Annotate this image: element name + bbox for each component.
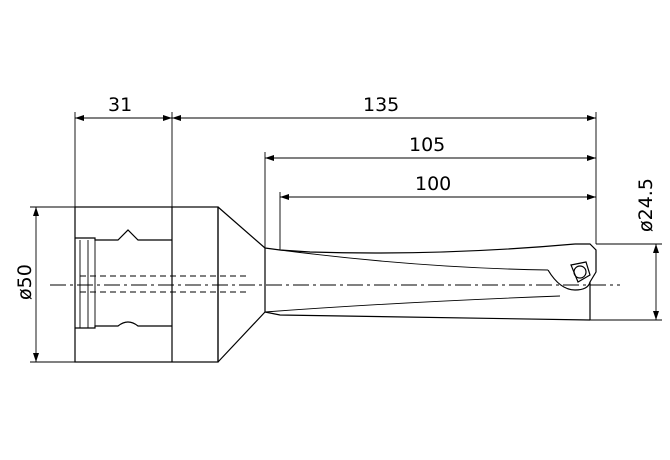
arrow-100-right — [587, 194, 596, 200]
arrow-31-left — [75, 115, 84, 121]
dim-100: 100 — [279, 173, 596, 250]
dim-105: 105 — [264, 134, 596, 248]
label-135: 135 — [363, 94, 399, 116]
flute-top-inner — [279, 249, 549, 271]
arrow-135-left — [172, 115, 181, 121]
insert-outline — [570, 261, 591, 283]
taper-bottom — [217, 311, 266, 363]
arrow-105-left — [265, 155, 274, 161]
flute-bottom — [264, 311, 591, 321]
label-100: 100 — [415, 173, 451, 195]
dim-135: 135 — [172, 94, 597, 244]
flute-top — [264, 243, 576, 254]
arrow-31-right — [163, 115, 172, 121]
dim-31: 31 — [74, 94, 173, 207]
label-31: 31 — [108, 94, 132, 116]
insert-seat — [547, 269, 591, 291]
arrow-d50-bottom — [33, 353, 39, 362]
drill-tip — [575, 243, 597, 320]
arrow-100-left — [280, 194, 289, 200]
dim-d50: ø50 — [14, 206, 75, 363]
arrow-105-right — [587, 155, 596, 161]
flute-bottom-inner — [264, 295, 561, 313]
dim-d24-5: ø24.5 — [590, 178, 662, 321]
coolant-hole — [80, 275, 248, 293]
arrow-135-right — [587, 115, 596, 121]
taper-top — [217, 206, 266, 249]
arrow-d50-top — [33, 207, 39, 216]
bore-bottom — [75, 321, 172, 329]
label-d24-5: ø24.5 — [635, 178, 657, 232]
shank-bore — [75, 229, 172, 329]
label-d50: ø50 — [14, 264, 36, 300]
arrow-d24-top — [653, 244, 659, 253]
label-105: 105 — [409, 134, 445, 156]
arrow-d24-bottom — [653, 311, 659, 320]
bore-top — [75, 229, 172, 241]
drill-body — [217, 206, 597, 363]
